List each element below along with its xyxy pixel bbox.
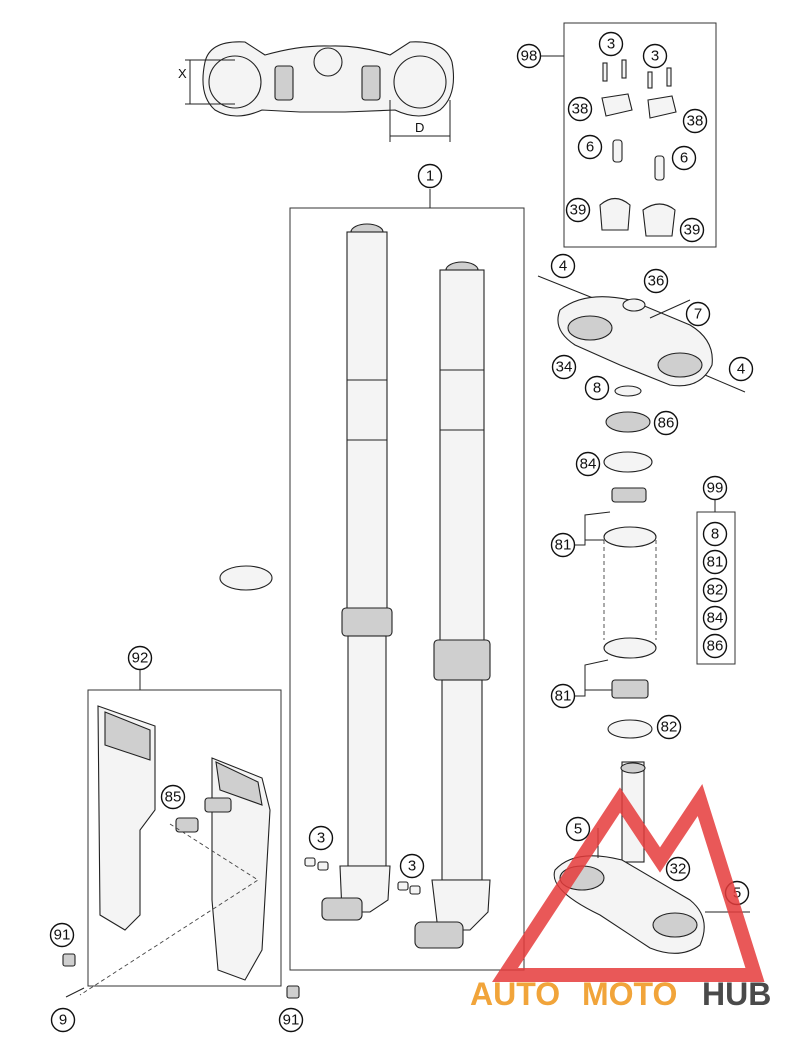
callout-84: 84 [702, 605, 728, 631]
svg-text:3: 3 [317, 830, 325, 847]
watermark-text-auto: AUTO [470, 976, 560, 1012]
callout-39: 39 [679, 217, 705, 243]
svg-text:36: 36 [648, 273, 665, 290]
callout-86: 86 [653, 410, 679, 436]
fork-leg-left [321, 223, 393, 921]
callout-99: 99 [702, 475, 728, 501]
callout-32: 32 [665, 856, 691, 882]
svg-text:6: 6 [586, 139, 594, 156]
fork-assembly-box [289, 207, 525, 971]
dimension-d-label: D [415, 120, 424, 135]
svg-text:86: 86 [707, 638, 724, 655]
fork-axle-clamp-bolts [304, 857, 421, 895]
callout-36: 36 [643, 268, 669, 294]
svg-text:82: 82 [661, 719, 678, 736]
triple-clamp-dimension-sketch: X D [178, 41, 455, 142]
fork-guards [79, 705, 271, 996]
bolt-left-91 [62, 953, 76, 967]
svg-text:38: 38 [687, 113, 704, 130]
callout-39: 39 [565, 197, 591, 223]
svg-text:81: 81 [555, 537, 572, 554]
svg-text:91: 91 [283, 1012, 300, 1029]
watermark-text-hub: HUB [702, 976, 771, 1012]
callout-91: 91 [278, 1007, 304, 1033]
svg-text:4: 4 [737, 361, 745, 378]
svg-text:84: 84 [580, 456, 597, 473]
watermark-text-moto: MOTO [582, 976, 677, 1012]
svg-text:3: 3 [408, 858, 416, 875]
callout-6: 6 [577, 134, 603, 160]
callout-5: 5 [565, 816, 591, 842]
svg-text:84: 84 [707, 610, 724, 627]
callout-92: 92 [127, 645, 153, 671]
callout-86: 86 [702, 633, 728, 659]
steering-bearing-stack [603, 385, 657, 739]
leader-lines [139, 55, 716, 697]
callout-4: 4 [728, 356, 754, 382]
svg-text:92: 92 [132, 650, 149, 667]
callout-82: 82 [656, 714, 682, 740]
svg-text:91: 91 [54, 927, 71, 944]
callout-3: 3 [308, 825, 334, 851]
svg-text:8: 8 [593, 380, 601, 397]
svg-text:34: 34 [556, 359, 573, 376]
callout-91: 91 [49, 922, 75, 948]
callout-98: 98 [516, 43, 542, 69]
svg-text:81: 81 [555, 688, 572, 705]
svg-text:39: 39 [684, 222, 701, 239]
svg-text:38: 38 [572, 101, 589, 118]
svg-text:99: 99 [707, 480, 724, 497]
svg-text:7: 7 [694, 306, 702, 323]
callout-34: 34 [551, 354, 577, 380]
callout-85: 85 [160, 784, 186, 810]
callout-7: 7 [685, 301, 711, 327]
svg-text:9: 9 [59, 1012, 67, 1029]
callout-82: 82 [702, 577, 728, 603]
fork-leg-right [414, 261, 491, 949]
bearing-kit-box [696, 511, 736, 665]
callout-81: 81 [702, 549, 728, 575]
svg-text:5: 5 [574, 821, 582, 838]
bolt-right-91 [286, 985, 300, 999]
loose-ring [219, 565, 273, 591]
svg-text:1: 1 [426, 168, 434, 185]
fork-guard-box [87, 689, 282, 987]
upper-triple-clamp [537, 275, 746, 393]
svg-text:86: 86 [658, 415, 675, 432]
dimension-x-label: X [178, 66, 187, 81]
svg-text:81: 81 [707, 554, 724, 571]
svg-text:6: 6 [680, 150, 688, 167]
watermark-logo [492, 783, 765, 982]
svg-text:5: 5 [733, 885, 741, 902]
callout-8: 8 [584, 375, 610, 401]
callout-9: 9 [50, 1007, 76, 1033]
svg-text:85: 85 [165, 789, 182, 806]
svg-text:3: 3 [607, 36, 615, 53]
clamp-kit-parts [599, 59, 677, 237]
callout-3: 3 [399, 853, 425, 879]
svg-text:98: 98 [521, 48, 538, 65]
screw-9 [65, 987, 85, 998]
svg-text:3: 3 [651, 48, 659, 65]
svg-text:32: 32 [670, 861, 687, 878]
callout-38: 38 [682, 108, 708, 134]
callout-84: 84 [575, 451, 601, 477]
svg-text:82: 82 [707, 582, 724, 599]
clamp-kit-box [563, 22, 717, 248]
callout-81: 81 [550, 532, 576, 558]
callout-38: 38 [567, 96, 593, 122]
callout-1: 1 [417, 163, 443, 189]
callout-6: 6 [671, 145, 697, 171]
callout-4: 4 [550, 253, 576, 279]
callout-8: 8 [702, 521, 728, 547]
callout-81: 81 [550, 683, 576, 709]
svg-text:39: 39 [570, 202, 587, 219]
svg-text:4: 4 [559, 258, 567, 275]
callout-3: 3 [642, 43, 668, 69]
svg-text:8: 8 [711, 526, 719, 543]
callout-3: 3 [598, 31, 624, 57]
